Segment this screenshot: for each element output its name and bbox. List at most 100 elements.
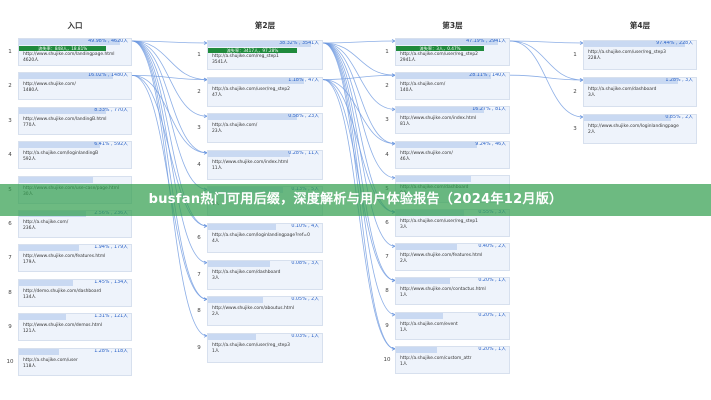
node-url[interactable]: http://www.shujike.com/demos.html xyxy=(23,323,102,329)
node-url[interactable]: http://www.shujike.com/index.html xyxy=(400,116,477,122)
share-bar xyxy=(396,107,485,114)
node-index: 6 xyxy=(8,221,12,227)
node-url[interactable]: http://www.shujike.com/ xyxy=(23,82,76,88)
node-url[interactable]: http://a.shujike.com/reg_step1 xyxy=(212,54,279,59)
node-url[interactable]: http://www.shujike.com/loginlandingpage xyxy=(588,124,679,129)
node-index: 9 xyxy=(8,324,12,331)
path-node-card[interactable]: 0.05% , 2人 http://www.shujike.com/aboutus… xyxy=(207,296,323,327)
share-bar xyxy=(19,348,60,355)
flow-curve xyxy=(322,74,396,80)
flow-curve xyxy=(322,42,396,76)
node-count: 3541人 xyxy=(212,60,228,65)
node-url[interactable]: http://a.shujike.com/ xyxy=(212,123,258,129)
flow-curve xyxy=(131,40,208,300)
share-bar xyxy=(396,346,437,353)
node-index: 9 xyxy=(197,344,201,351)
share-bar xyxy=(19,142,100,149)
node-share: 0.10% , 4人 xyxy=(291,224,319,229)
node-url[interactable]: http://demo.shujike.com/dashboard xyxy=(23,288,102,294)
node-share: 9.24% , 46人 xyxy=(475,141,506,147)
node-index: 8 xyxy=(197,308,201,315)
node-url[interactable]: http://a.shujike.com/user/reg_step3 xyxy=(588,50,666,55)
node-index: 10 xyxy=(383,356,391,363)
node-count: 2人 xyxy=(400,259,408,265)
flow-curve xyxy=(509,74,584,81)
node-url[interactable]: http://a.shujike.com/dashboard xyxy=(212,269,281,275)
node-url[interactable]: http://www.shujike.com/landingpage.html xyxy=(23,52,115,57)
node-url[interactable]: http://a.shujike.com/user/reg_step1 xyxy=(400,219,478,224)
node-index: 2 xyxy=(8,83,12,90)
node-url[interactable]: http://a.shujike.com/event xyxy=(400,321,458,327)
node-share: 0.05% , 2人 xyxy=(291,297,319,303)
node-url[interactable]: http://www.shujike.com/ xyxy=(400,150,453,156)
node-url[interactable]: http://a.shujike.com/ xyxy=(400,82,446,88)
node-url[interactable]: http://a.shujike.com/custom_attr xyxy=(400,355,472,361)
share-bar xyxy=(208,224,277,230)
node-url[interactable]: http://a.shujike.com/user xyxy=(23,357,78,363)
node-url[interactable]: http://a.shujike.com/loginlandingB xyxy=(23,151,99,157)
node-url[interactable]: http://a.shujike.com/user/reg_step2 xyxy=(212,86,290,92)
node-url[interactable]: http://a.shujike.com/ xyxy=(23,220,69,225)
node-count: 11人 xyxy=(212,165,222,171)
node-share: 1.94% , 179人 xyxy=(94,245,128,251)
node-url[interactable]: http://www.shujike.com/contactus.html xyxy=(400,287,486,293)
flow-curve xyxy=(509,40,584,81)
node-url[interactable]: http://a.shujike.com/user/reg_step2 xyxy=(400,52,478,57)
node-url[interactable]: http://www.shujike.com/aboutus.html xyxy=(212,306,294,312)
flow-curve xyxy=(509,40,584,44)
path-node-card[interactable]: 0.40% , 2人 http://www.shujike.com/feature… xyxy=(395,243,510,272)
share-bar xyxy=(208,114,297,121)
node-url[interactable]: http://a.shujike.com/dashboard xyxy=(588,87,657,92)
exit-rate-bar: 流失率：3417人，97.28% xyxy=(208,48,297,53)
node-index: 6 xyxy=(197,235,201,241)
node-url[interactable]: http://www.shujike.com/index.html xyxy=(212,159,289,165)
path-node-card[interactable]: 1.94% , 179人 http://www.shujike.com/featu… xyxy=(18,244,132,273)
node-url[interactable]: http://a.shujike.com/user/reg_step3 xyxy=(212,342,290,348)
path-node-card[interactable]: 49.98% , 4620人流失率：848人，18.81%http://www.… xyxy=(18,38,132,66)
node-share: 0.40% , 2人 xyxy=(478,244,506,250)
node-index: 1 xyxy=(197,52,201,58)
node-index: 1 xyxy=(385,49,389,55)
exit-rate-bar: 流失率：3人，0.47% xyxy=(396,46,485,51)
node-index: 7 xyxy=(197,271,201,278)
node-index: 8 xyxy=(385,288,389,295)
share-bar xyxy=(208,297,263,304)
flow-curve xyxy=(131,40,208,227)
node-count: 23人 xyxy=(212,129,222,135)
flow-curve xyxy=(322,42,396,144)
node-index: 7 xyxy=(385,254,389,261)
flow-curve xyxy=(322,79,396,281)
path-node-card[interactable]: 47.19% , 2941人流失率：3人，0.47%http://a.shuji… xyxy=(395,38,510,66)
node-index: 8 xyxy=(8,289,12,296)
path-node-card[interactable]: 38.32% , 3541人流失率：3417人，97.28%http://a.s… xyxy=(207,40,323,70)
path-node-card[interactable]: 0.58% , 23人 http://a.shujike.com/23人 xyxy=(207,113,323,144)
path-node-card[interactable]: 0.10% , 4人 http://a.shujike.com/loginland… xyxy=(207,223,323,253)
node-count: 2941人 xyxy=(400,58,416,63)
share-bar xyxy=(396,175,471,182)
node-url[interactable]: http://www.shujike.com/features.html xyxy=(23,254,106,260)
flow-curve xyxy=(131,40,208,80)
node-share: 0.58% , 23人 xyxy=(288,114,319,120)
node-url[interactable]: http://www.shujike.com/features.html xyxy=(400,253,483,259)
node-url[interactable]: http://www.shujike.com/landingB.html xyxy=(23,116,107,122)
node-url[interactable]: http://a.shujike.com/loginlandingpage?re… xyxy=(212,233,310,238)
